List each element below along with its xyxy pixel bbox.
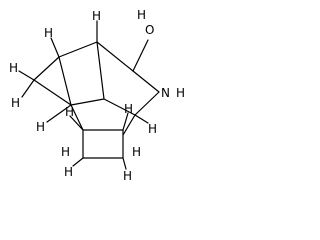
bond-lines [18,20,160,170]
bond [103,98,136,116]
hydrogen-label: H [124,102,133,116]
bond [18,70,35,81]
bond [21,79,35,98]
hydrogen-label: H [148,122,157,136]
hydrogen-label: H [9,61,18,75]
hydrogen-labels: H H H H H H H H H H H H [9,9,157,183]
hydrogen-label: H [132,145,141,159]
hydrogen-label: H [11,96,20,110]
hydroxyl-h-label: H [137,8,146,22]
hydrogen-label: H [36,120,45,134]
oxygen-label: O [145,23,154,37]
bond [122,157,127,170]
heteroatom-labels: H O N H [137,8,185,100]
bond [33,79,72,106]
bond [132,70,160,93]
nitrogen-label: N [161,86,170,100]
bond [70,104,84,131]
molecule-diagram: H O N H H H H H H H H H H H H H [9,8,185,183]
bond [96,41,134,72]
bond [50,37,60,58]
bond [69,115,84,131]
hydrogen-label: H [44,26,53,40]
bond [96,41,105,100]
bond [134,91,160,116]
bond [33,56,60,81]
bond [132,39,149,72]
amine-h-label: H [176,86,185,100]
hydrogen-label: H [61,145,70,159]
hydrogen-label: H [64,165,73,179]
bond [70,98,105,106]
hydrogen-label: H [92,9,101,23]
bond [122,114,136,136]
hydrogen-label: H [123,169,132,183]
bond [58,41,98,58]
bond [46,104,72,123]
hydrogen-label: H [65,105,74,119]
bond [72,157,84,167]
bond [122,112,129,131]
bond [134,114,149,124]
bond [58,56,72,106]
